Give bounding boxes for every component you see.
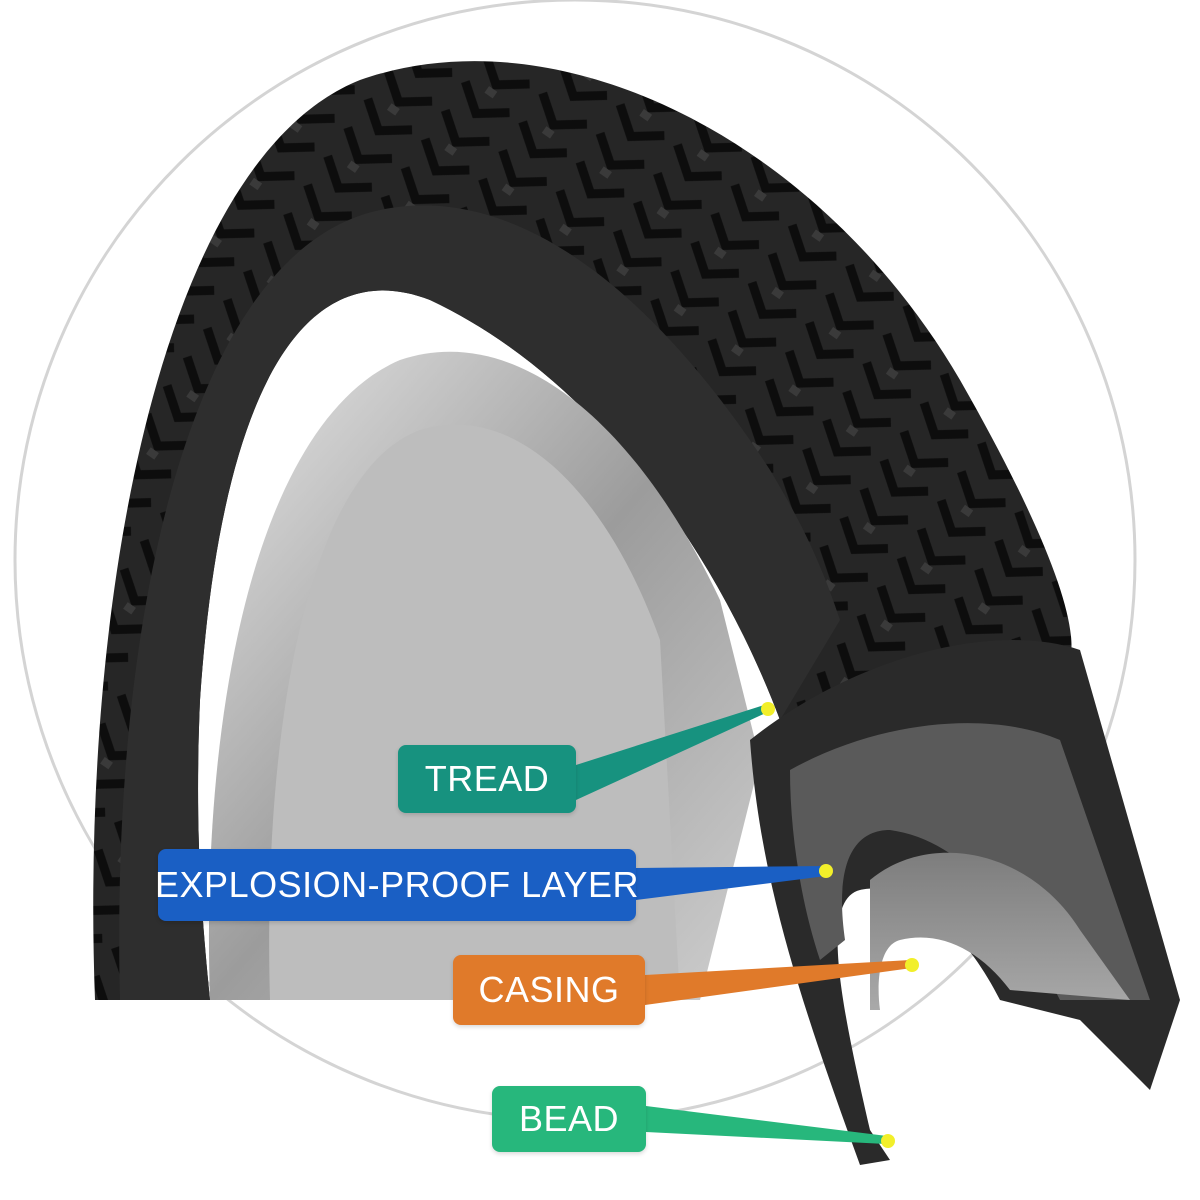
casing-connector (645, 960, 912, 1005)
tread-marker-dot (761, 702, 775, 716)
casing-shape (870, 852, 1130, 1010)
explosion-connector (636, 866, 826, 900)
explosion-marker-dot (819, 864, 833, 878)
bead-connector (646, 1106, 887, 1144)
casing-label: CASING (453, 955, 645, 1025)
explosion-proof-layer-label: EXPLOSION-PROOF LAYER (155, 849, 638, 921)
bead-marker-dot (881, 1134, 895, 1148)
tire-sidewall (119, 205, 841, 1000)
casing-marker-dot (905, 958, 919, 972)
tread-connector (576, 705, 768, 800)
tread-label: TREAD (398, 745, 576, 813)
bead-label: BEAD (492, 1086, 646, 1152)
